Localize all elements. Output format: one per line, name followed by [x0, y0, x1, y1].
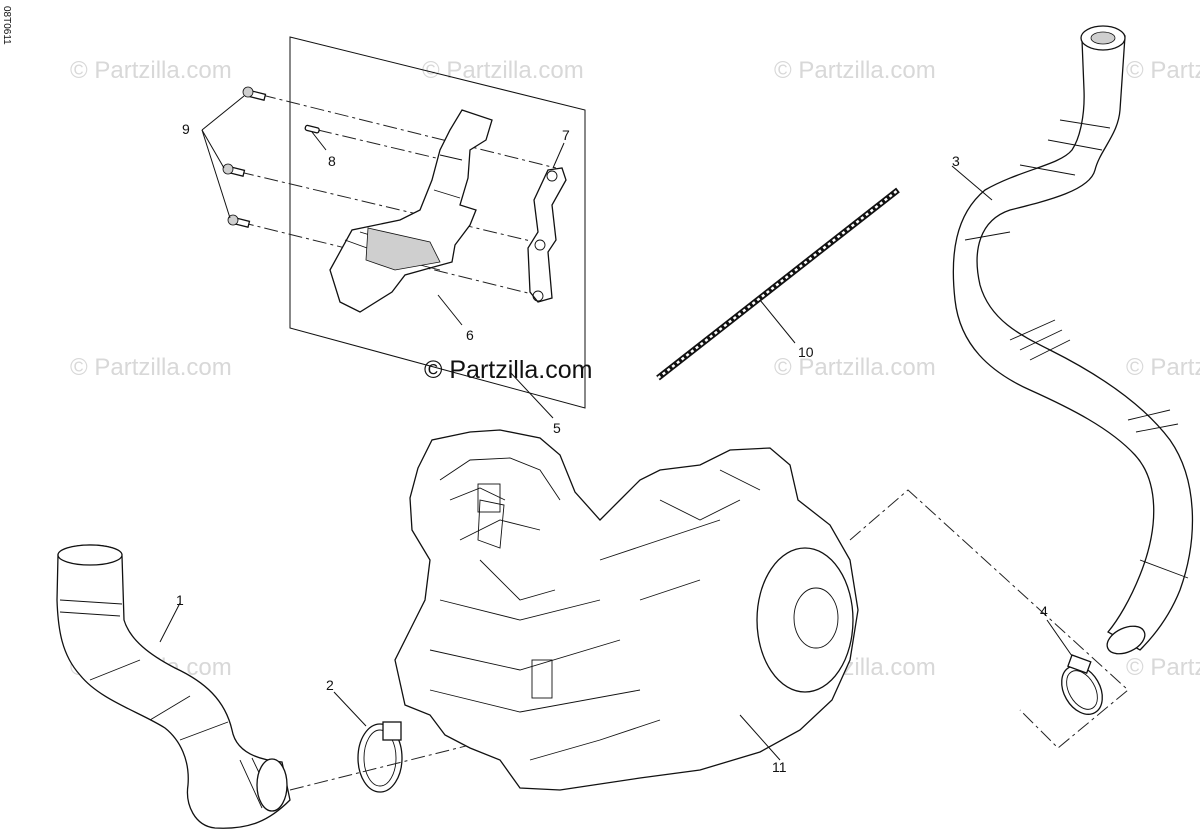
callout-7: 7: [562, 127, 570, 143]
callout-5: 5: [553, 420, 561, 436]
callout-4: 4: [1040, 603, 1048, 619]
callout-3: 3: [952, 153, 960, 169]
bracket-part-7: [527, 167, 567, 303]
clamp-part-4: [1046, 619, 1103, 715]
chain-part-10: [656, 187, 900, 381]
main-watermark: © Partzilla.com: [424, 356, 592, 384]
watermark: © Partzilla.com: [422, 57, 584, 84]
hose-part-1: [56, 544, 291, 829]
callout-10: 10: [798, 344, 814, 360]
screw-part-9: [222, 86, 267, 228]
callout-2: 2: [326, 677, 334, 693]
hose-part-3: [951, 25, 1194, 655]
callout-9: 9: [182, 121, 190, 137]
watermark: © Partzilla.com: [1126, 654, 1200, 681]
watermark: © Partzilla.com: [70, 354, 232, 381]
callout-6: 6: [466, 327, 474, 343]
callout-labels: 1 2 3 4 5 6 7 8 9 10 11: [176, 121, 1048, 775]
watermark: © Partzilla.com: [70, 57, 232, 84]
figure-code: 08T0611: [1, 6, 12, 45]
watermark: © Partzilla.com: [1126, 354, 1200, 381]
callout-1: 1: [176, 592, 184, 608]
assembly-line-left: [289, 739, 491, 791]
watermark: © Partzilla.com: [774, 354, 936, 381]
clamp-part-2: [333, 691, 403, 793]
cover-assembly-panel: [201, 36, 586, 419]
assembly-line-right: [849, 489, 1129, 749]
guard-part-6: [329, 109, 493, 313]
pin-part-8: [304, 124, 320, 134]
callout-11: 11: [772, 759, 787, 775]
engine-part-11: [394, 429, 859, 791]
watermark: © Partzilla.com: [774, 57, 936, 84]
watermark: © Partzilla.com: [1126, 57, 1200, 84]
callout-8: 8: [328, 153, 336, 169]
